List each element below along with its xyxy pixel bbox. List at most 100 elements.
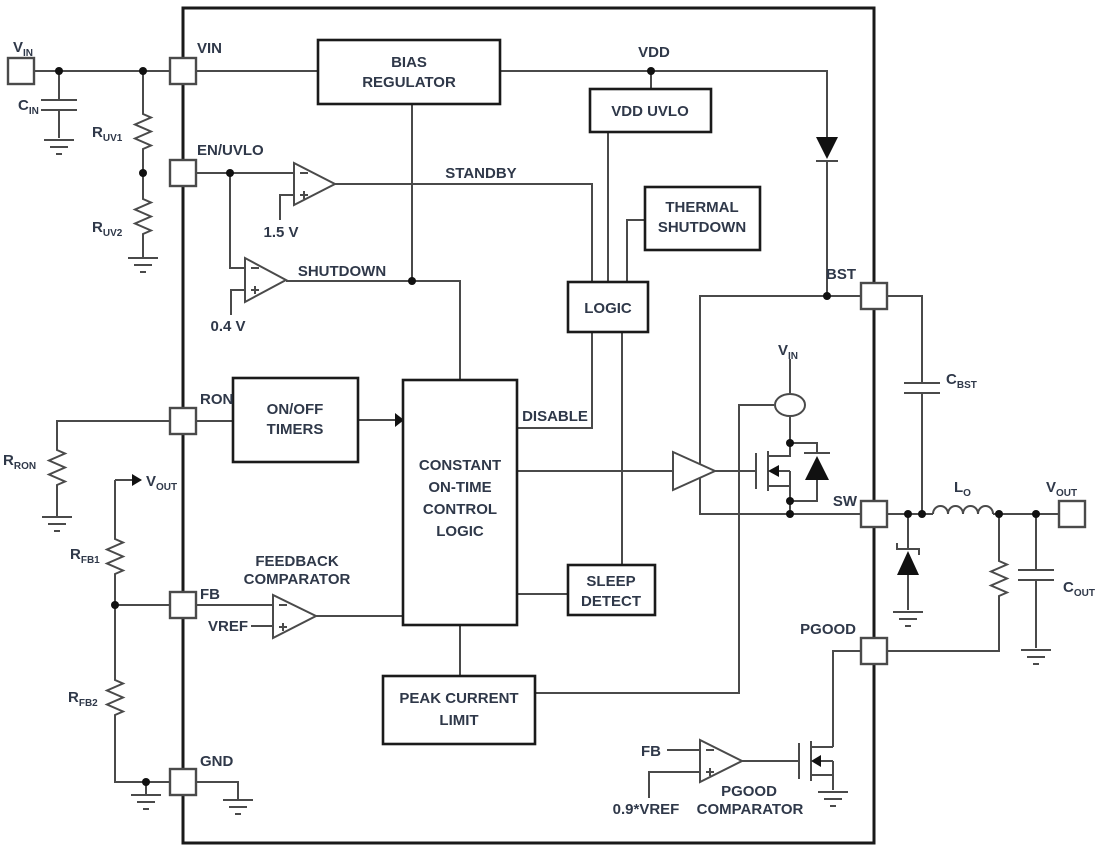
junction-dots [55, 67, 1040, 786]
pgood-fb-label: FB [641, 743, 661, 760]
pin-pgood [859, 636, 889, 666]
peak-current-limit-block: PEAK CURRENT LIMIT [381, 674, 537, 746]
block-label: DETECT [581, 593, 641, 610]
feedback-comparator-label: FEEDBACK [255, 553, 339, 570]
ground-symbol [817, 791, 849, 807]
block-label: THERMAL [665, 199, 738, 216]
label-rfb2: RFB2 [68, 689, 98, 709]
components [40, 99, 1055, 815]
block-label: LIMIT [439, 712, 478, 729]
label-lo: LO [954, 479, 971, 499]
gate-driver [672, 450, 718, 492]
on-off-timers-block: ON/OFF TIMERS [231, 376, 360, 464]
net-label-vdd: VDD [638, 44, 670, 61]
shutdown-comparator [244, 256, 289, 304]
pin-gnd [168, 767, 198, 797]
block-label: BIAS [391, 54, 427, 71]
pin-label-sw: SW [833, 493, 858, 510]
vout-pad [1057, 499, 1087, 529]
blocks: BIAS REGULATOR VDD UVLO THERMAL SHUTDOWN… [231, 38, 762, 746]
resistor-ruv1 [134, 109, 152, 154]
ground-symbol [892, 611, 924, 627]
pgood-comparator-label: COMPARATOR [697, 801, 804, 818]
pin-ron [168, 406, 198, 436]
ref-label-1v5: 1.5 V [263, 224, 298, 241]
resistor-pgood-pullup [990, 556, 1008, 601]
capacitor-cbst [903, 382, 941, 394]
timers-arrow [395, 413, 404, 427]
pin-fb [168, 590, 198, 620]
thermal-shutdown-block: THERMAL SHUTDOWN [643, 185, 762, 252]
block-label: SHUTDOWN [658, 219, 746, 236]
feedback-comparator [272, 593, 319, 640]
block-label: REGULATOR [362, 74, 456, 91]
pin-label-en: EN/UVLO [197, 142, 264, 159]
pin-bst [859, 281, 889, 311]
pin-label-fb: FB [200, 586, 220, 603]
pin-label-ron: RON [200, 391, 233, 408]
capacitor-cin [40, 99, 78, 111]
schottky-diode [896, 543, 920, 575]
pin-label-pgood: PGOOD [800, 621, 856, 638]
pin-sw [859, 499, 889, 529]
block-label: CONTROL [423, 501, 497, 518]
block-label: TIMERS [267, 421, 324, 438]
cot-control-logic-block: CONSTANT ON-TIME CONTROL LOGIC [401, 378, 519, 627]
label-vin-sense: VIN [778, 342, 798, 362]
inductor-lo [932, 505, 994, 515]
label-vout-tap: VOUT [146, 473, 177, 493]
vout-arrow [132, 474, 142, 486]
block-label: PEAK CURRENT [399, 690, 518, 707]
feedback-comparator-label: COMPARATOR [244, 571, 351, 588]
label-cin: CIN [18, 97, 39, 117]
ground-symbol [222, 799, 254, 815]
block-label: VDD UVLO [611, 103, 689, 120]
labels: VIN EN/UVLO RON FB GND BST SW PGOOD VDD … [3, 39, 1095, 818]
logic-block: LOGIC [566, 280, 650, 334]
resistor-rfb2 [106, 675, 124, 720]
block-label: LOGIC [436, 523, 484, 540]
vin-pad [6, 56, 36, 86]
ground-symbol [130, 794, 162, 810]
bootstrap-diode [816, 137, 838, 162]
label-rfb1: RFB1 [70, 546, 100, 566]
block-label: CONSTANT [419, 457, 501, 474]
ground-symbol [43, 139, 75, 155]
pin-label-gnd: GND [200, 753, 234, 770]
net-label-standby: STANDBY [445, 165, 516, 182]
block-label: ON-TIME [428, 479, 491, 496]
resistor-ruv2 [134, 194, 152, 239]
block-label: LOGIC [584, 300, 632, 317]
label-cbst: CBST [946, 371, 977, 391]
label-vout-pad: VOUT [1046, 479, 1077, 499]
ground-symbol [127, 257, 159, 273]
capacitor-cout [1017, 569, 1055, 581]
label-cout: COUT [1063, 579, 1095, 599]
block-label: ON/OFF [267, 401, 324, 418]
label-rron: RRON [3, 452, 36, 472]
resistor-rron [48, 445, 66, 490]
net-label-shutdown: SHUTDOWN [298, 263, 386, 280]
label-ruv1: RUV1 [92, 124, 123, 144]
pin-label-bst: BST [826, 266, 856, 283]
pin-label-vin: VIN [197, 40, 222, 57]
ref-label-0v4: 0.4 V [210, 318, 245, 335]
highside-mosfet [755, 451, 779, 491]
resistor-rfb1 [106, 534, 124, 579]
ground-symbol [1020, 649, 1052, 665]
sleep-detect-block: SLEEP DETECT [566, 563, 657, 617]
body-diode [805, 456, 829, 480]
vdd-uvlo-block: VDD UVLO [588, 87, 713, 134]
wires [34, 70, 1059, 800]
ref-label-vref: VREF [208, 618, 248, 635]
net-label-disable: DISABLE [522, 408, 588, 425]
ground-symbol [41, 516, 73, 532]
label-ruv2: RUV2 [92, 219, 123, 239]
pgood-comparator-label: PGOOD [721, 783, 777, 800]
block-label: SLEEP [586, 573, 635, 590]
pgood-mosfet [798, 741, 834, 790]
current-sense-element [774, 393, 806, 417]
pin-en-uvlo [168, 158, 198, 188]
pgood-comparator [699, 738, 745, 784]
enable-comparator [293, 161, 338, 207]
